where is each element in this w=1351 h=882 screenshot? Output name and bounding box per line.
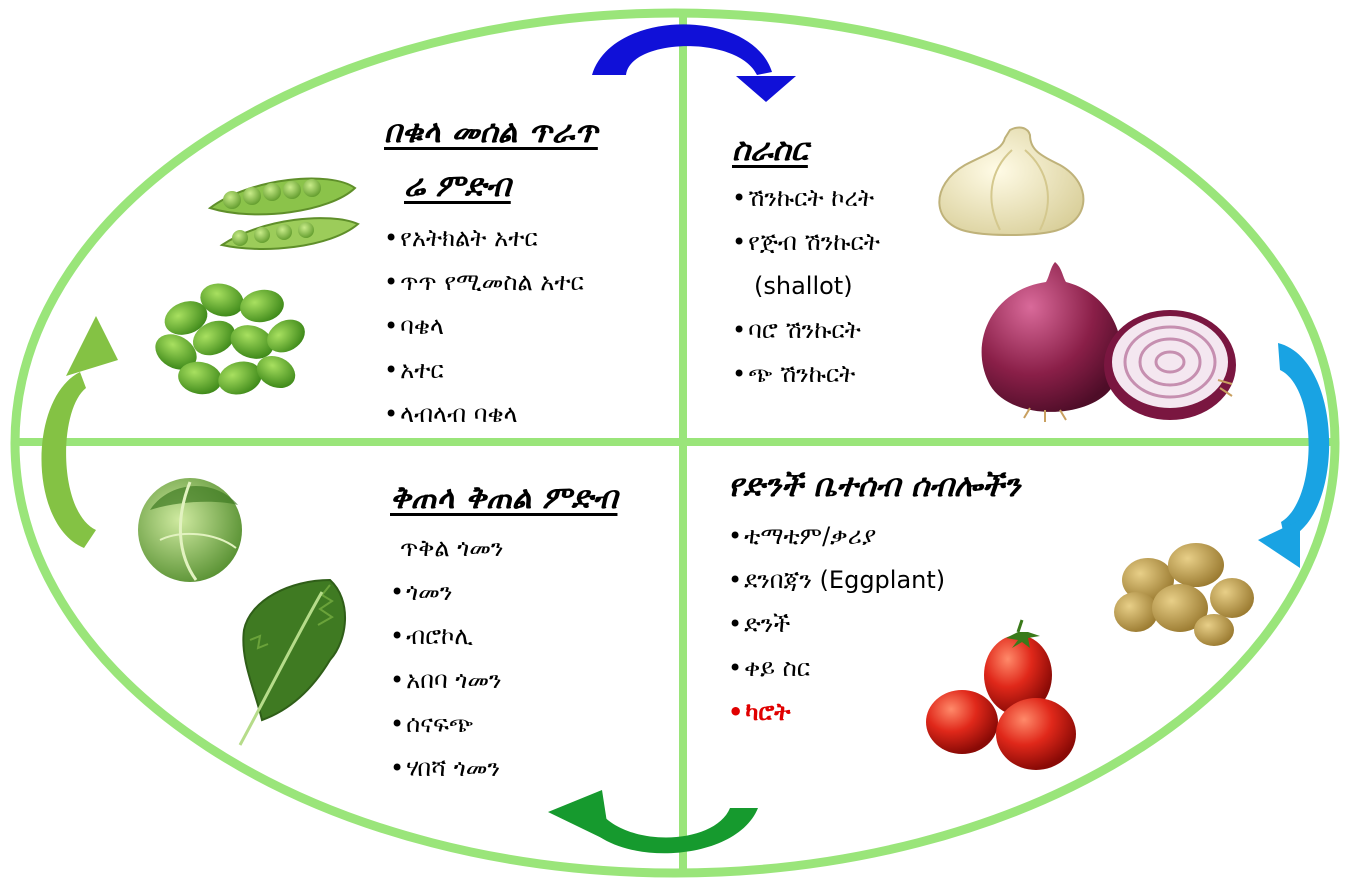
quadrant-leafy-greens: ቅጠላ ቅጠል ምድብ ጥቅል ጎመን ጎመን ብሮኮሊ አበባ ጎመን ሰናፍ… — [390, 478, 617, 790]
highlighted-list-item: ካሮት — [728, 690, 1020, 734]
leafy-subheading: ጥቅል ጎመን — [400, 534, 504, 562]
list-item: ባቄላ — [384, 304, 598, 348]
list-item: የአትክልት አተር — [384, 216, 598, 260]
nightshade-heading: የድንች ቤተሰብ ሰብሎችን — [728, 468, 1021, 504]
list-item: ጥጥ የሚመስል አተር — [384, 260, 598, 304]
red-onion-picture — [981, 262, 1236, 422]
list-item: ሽንኩርት ኮረት — [732, 176, 880, 220]
arrow-bottom-icon — [548, 790, 758, 854]
list-item: ሰናፍጭ — [390, 702, 617, 746]
roots-list: ሽንኩርት ኮረት የጅብ ሽንኩርት (shallot) ባሮ ሽንኩርት ጭ… — [732, 176, 880, 396]
list-item: ደንበጃን (Eggplant) — [728, 558, 1020, 602]
leafy-heading: ቅጠላ ቅጠል ምድብ — [390, 480, 618, 516]
list-item: አተር — [384, 348, 598, 392]
arrow-right-icon — [1258, 343, 1330, 568]
quadrant-roots: ስራስር ሽንኩርት ኮረት የጅብ ሽንኩርት (shallot) ባሮ ሽን… — [732, 130, 880, 396]
potatoes-picture — [1114, 543, 1254, 646]
legumes-heading-line1: በቁላ መሰል ጥራጥ — [384, 114, 598, 150]
list-item: (shallot) — [754, 272, 853, 300]
quadrant-nightshades: የድንች ቤተሰብ ሰብሎችን ቲማቲም/ቃሪያ ደንበጃን (Eggplant… — [728, 466, 1020, 734]
garlic-picture — [938, 126, 1085, 236]
list-item: የጅብ ሽንኩርት — [732, 220, 880, 264]
arrow-left-icon — [41, 316, 118, 548]
nightshade-list: ቲማቲም/ቃሪያ ደንበጃን (Eggplant) ድንች ቀይ ስር ካሮት — [728, 514, 1020, 734]
list-item: ጎመን — [390, 570, 617, 614]
arrow-top-icon — [592, 24, 796, 102]
list-item: ባሮ ሽንኩርት — [732, 308, 880, 352]
list-item: ብሮኮሊ — [390, 614, 617, 658]
roots-heading: ስራስር — [732, 132, 808, 168]
leafy-list: ጥቅል ጎመን ጎመን ብሮኮሊ አበባ ጎመን ሰናፍጭ ሃበሻ ጎመን — [390, 526, 617, 790]
list-item: ጭ ሽንኩርት — [732, 352, 880, 396]
fava-beans-picture — [155, 283, 305, 395]
quadrant-legumes: በቁላ መሰል ጥራጥ ሬ ምድብ የአትክልት አተር ጥጥ የሚመስል አተ… — [384, 112, 598, 436]
legumes-list: የአትክልት አተር ጥጥ የሚመስል አተር ባቄላ አተር ላብላብ ባቄላ — [384, 216, 598, 436]
list-item: ድንች — [728, 602, 1020, 646]
list-item: ቀይ ስር — [728, 646, 1020, 690]
pea-pods-picture — [207, 177, 360, 250]
cabbage-picture — [138, 478, 242, 582]
kale-leaf-picture — [238, 578, 346, 746]
list-item: ሃበሻ ጎመን — [390, 746, 617, 790]
list-item: ላብላብ ባቄላ — [384, 392, 598, 436]
legumes-heading-line2: ሬ ምድብ — [404, 168, 511, 204]
list-item: አበባ ጎመን — [390, 658, 617, 702]
list-item: ቲማቲም/ቃሪያ — [728, 514, 1020, 558]
